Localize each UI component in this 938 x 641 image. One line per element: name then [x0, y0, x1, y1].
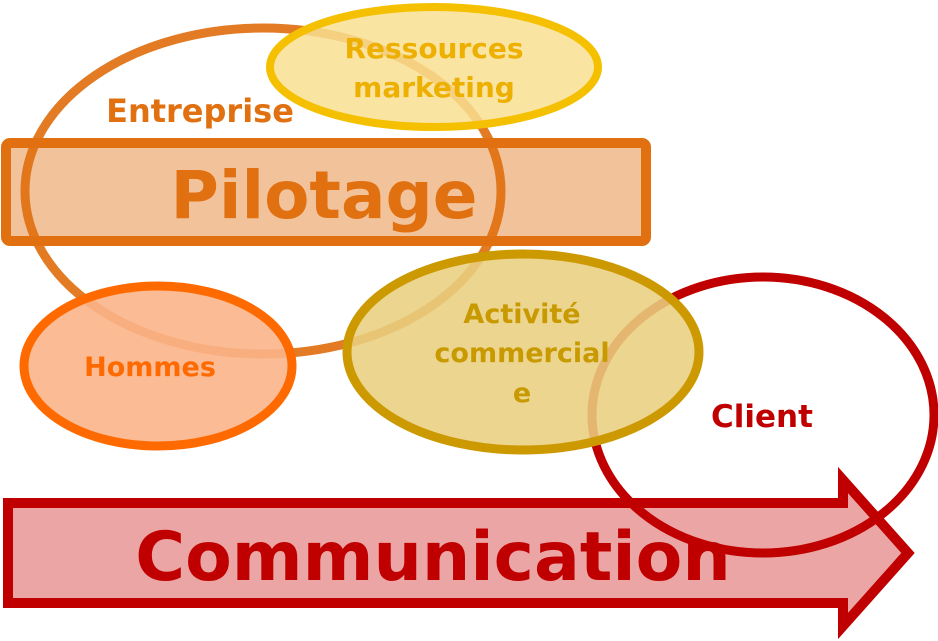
communication-label: Communication: [135, 518, 731, 597]
entreprise-label: Entreprise: [106, 92, 294, 130]
hommes-label: Hommes: [84, 352, 216, 383]
client-label: Client: [711, 399, 813, 435]
communication-arrow: [3, 466, 915, 640]
activite-label-line2: commercial: [434, 338, 609, 369]
hommes-ellipse: [19, 281, 297, 451]
activite-label-line3: e: [513, 378, 531, 409]
ressources-marketing-ellipse: [266, 3, 602, 131]
pilotage-bar: [1, 138, 651, 246]
activite-commerciale-ellipse: [342, 249, 704, 455]
pilotage-label: Pilotage: [170, 157, 477, 234]
ressources-label-line1: Ressources: [344, 32, 523, 65]
activite-label-line1: Activité: [463, 299, 580, 330]
ressources-label-line2: marketing: [353, 71, 515, 104]
